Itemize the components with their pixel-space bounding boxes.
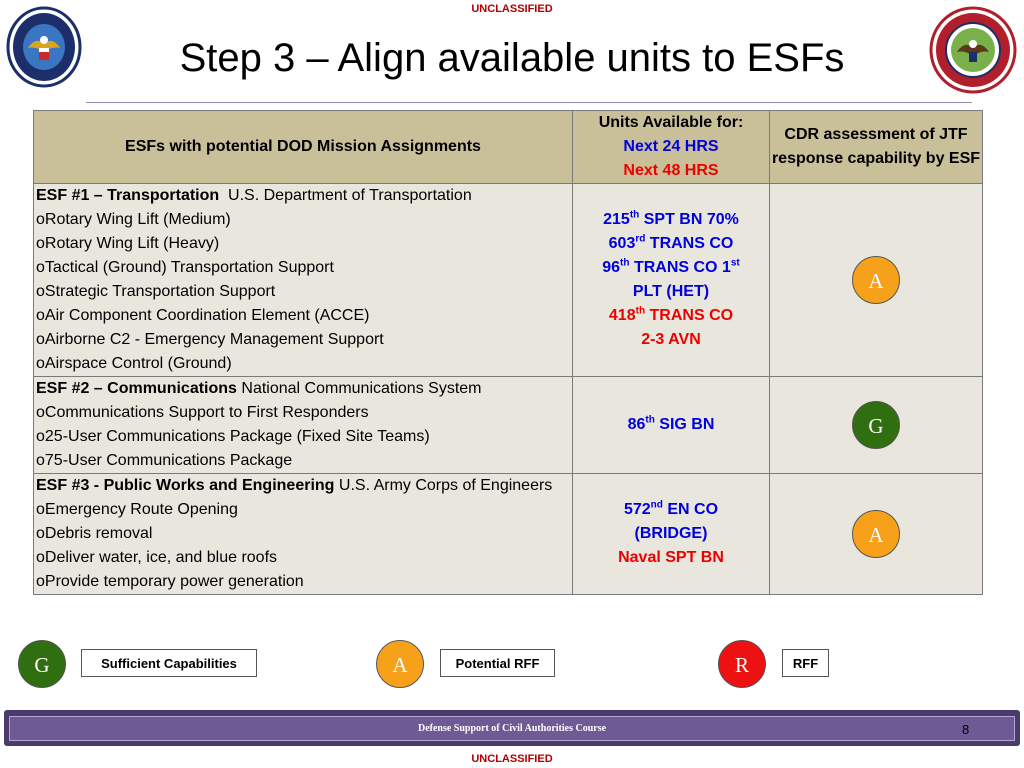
page-title: Step 3 – Align available units to ESFs <box>179 36 845 80</box>
unit-entry: PLT (HET) <box>632 283 710 300</box>
legend-rff-label: RFF <box>782 649 829 677</box>
esf-item: o75-User Communications Package <box>36 452 293 469</box>
header-next-48: Next 48 HRS <box>623 162 719 179</box>
table-header-row: ESFs with potential DOD Mission Assignme… <box>33 110 983 184</box>
header-cdr: CDR assessment of JTF response capabilit… <box>769 110 983 184</box>
table-row: ESF #3 - Public Works and Engineering U.… <box>33 473 983 595</box>
rating-badge: G <box>852 401 900 449</box>
dod-seal-icon <box>6 6 82 88</box>
esf-item: o25-User Communications Package (Fixed S… <box>36 428 430 445</box>
esf-item: oTactical (Ground) Transportation Suppor… <box>36 259 334 276</box>
esf-agency: U.S. Department of Transportation <box>228 187 472 204</box>
esf-item: oRotary Wing Lift (Heavy) <box>36 235 220 252</box>
title-divider <box>86 102 972 103</box>
legend-green-badge: G <box>18 640 66 688</box>
esf-item: oProvide temporary power generation <box>36 573 304 590</box>
header-next-24: Next 24 HRS <box>623 138 719 155</box>
esf-heading: ESF #1 – Transportation U.S. Department … <box>36 184 572 208</box>
unit-entry: 86th SIG BN <box>627 414 715 433</box>
unit-entry: Naval SPT BN <box>618 549 724 566</box>
esf-heading: ESF #2 – Communications National Communi… <box>36 377 572 401</box>
unit-entry: 603rd TRANS CO <box>608 233 734 252</box>
units-cell: 572nd EN CO (BRIDGE) Naval SPT BN <box>572 473 770 595</box>
esf-title: ESF #3 - Public Works and Engineering <box>36 477 335 494</box>
esf-item: oDeliver water, ice, and blue roofs <box>36 549 278 566</box>
classification-bottom: UNCLASSIFIED <box>471 753 553 765</box>
unit-entry: 215th SPT BN 70% <box>603 209 739 228</box>
unit-entry: 572nd EN CO <box>623 499 719 518</box>
esf-item: oAir Component Coordination Element (ACC… <box>36 307 370 324</box>
esf-cell: ESF #3 - Public Works and Engineering U.… <box>33 473 573 595</box>
units-cell: 86th SIG BN <box>572 376 770 474</box>
legend-sufficient-label: Sufficient Capabilities <box>81 649 257 677</box>
esf-item: oEmergency Route Opening <box>36 501 238 518</box>
esf-item: oDebris removal <box>36 525 153 542</box>
rating-cell: A <box>769 473 983 595</box>
rating-badge: A <box>852 256 900 304</box>
units-cell: 215th SPT BN 70% 603rd TRANS CO 96th TRA… <box>572 183 770 377</box>
unit-entry: 96th TRANS CO 1st <box>602 257 740 276</box>
esf-title: ESF #1 – Transportation <box>36 187 220 204</box>
unit-entry: 2-3 AVN <box>641 331 701 348</box>
esf-agency: National Communications System <box>241 380 482 397</box>
footer-course-title: Defense Support of Civil Authorities Cou… <box>417 723 607 734</box>
footer-inner-panel <box>9 716 1015 741</box>
classification-top: UNCLASSIFIED <box>471 3 553 15</box>
esf-item: oRotary Wing Lift (Medium) <box>36 211 231 228</box>
rating-badge: A <box>852 510 900 558</box>
page-number: 8 <box>962 722 970 737</box>
legend-potential-rff-label: Potential RFF <box>440 649 555 677</box>
esf-item: oAirborne C2 - Emergency Management Supp… <box>36 331 384 348</box>
header-units-title: Units Available for: <box>598 114 744 131</box>
esf-item: oCommunications Support to First Respond… <box>36 404 369 421</box>
esf-item: oStrategic Transportation Support <box>36 283 276 300</box>
esf-heading: ESF #3 - Public Works and Engineering U.… <box>36 474 572 498</box>
rating-cell: A <box>769 183 983 377</box>
unit-entry: 418th TRANS CO <box>608 305 734 324</box>
legend-amber-badge: A <box>376 640 424 688</box>
northcom-seal-icon <box>929 6 1017 94</box>
esf-title: ESF #2 – Communications <box>36 380 237 397</box>
esf-agency: U.S. Army Corps of Engineers <box>338 477 553 494</box>
rating-cell: G <box>769 376 983 474</box>
esf-cell: ESF #1 – Transportation U.S. Department … <box>33 183 573 377</box>
header-esf: ESFs with potential DOD Mission Assignme… <box>33 110 573 184</box>
table-row: ESF #1 – Transportation U.S. Department … <box>33 183 983 377</box>
legend-red-badge: R <box>718 640 766 688</box>
esf-item: oAirspace Control (Ground) <box>36 355 232 372</box>
esf-cell: ESF #2 – Communications National Communi… <box>33 376 573 474</box>
header-units: Units Available for: Next 24 HRS Next 48… <box>572 110 770 184</box>
esf-table: ESFs with potential DOD Mission Assignme… <box>33 110 983 595</box>
table-row: ESF #2 – Communications National Communi… <box>33 376 983 474</box>
unit-entry: (BRIDGE) <box>634 525 708 542</box>
